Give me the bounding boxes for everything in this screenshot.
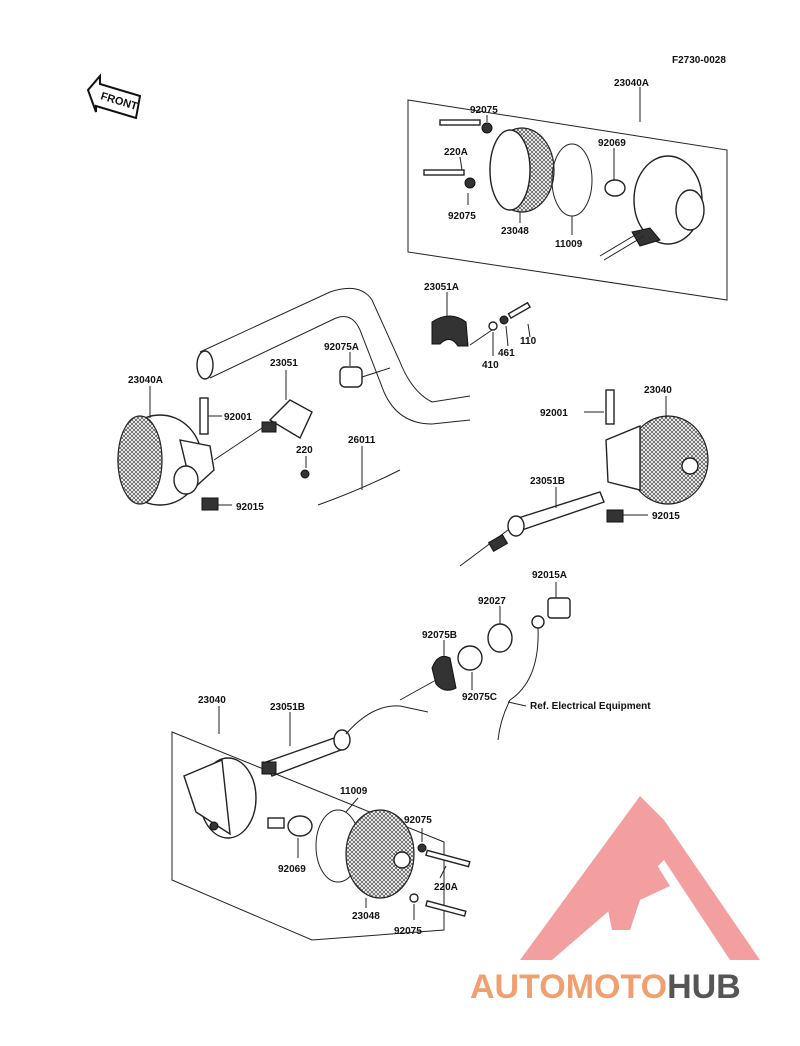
top-assembly: [407, 87, 728, 301]
watermark-text: AUTOMOTOHUB: [470, 968, 741, 1006]
bottom-assembly: [171, 705, 471, 941]
label-23051: 23051: [270, 358, 298, 369]
label-461: 461: [498, 348, 515, 359]
label-92001-right: 92001: [540, 408, 568, 419]
label-92075-d: 92075: [394, 926, 422, 937]
label-23040-bottom: 23040: [198, 695, 226, 706]
label-26011: 26011: [348, 435, 376, 446]
label-92015-left: 92015: [236, 502, 264, 513]
label-110: 110: [520, 336, 537, 347]
right-front-signal: [459, 389, 709, 567]
watermark-part2: HUB: [667, 968, 741, 1006]
label-23048-top: 23048: [501, 226, 529, 237]
label-92075-a: 92075: [470, 105, 498, 116]
label-23040A-top: 23040A: [614, 78, 649, 89]
label-23051A: 23051A: [424, 282, 459, 293]
label-92015-right: 92015: [652, 511, 680, 522]
watermark-part1: AUTOMOTO: [470, 968, 667, 1006]
label-92075-b: 92075: [448, 211, 476, 222]
reference-note: Ref. Electrical Equipment: [530, 701, 651, 712]
label-92027: 92027: [478, 596, 506, 607]
label-220: 220: [296, 445, 313, 456]
label-92075-c: 92075: [404, 815, 432, 826]
label-23048-bottom: 23048: [352, 911, 380, 922]
label-410: 410: [482, 360, 499, 371]
label-92015A: 92015A: [532, 570, 567, 581]
left-front-signal: [117, 370, 401, 511]
figure-code: F2730-0028: [672, 55, 726, 66]
label-23040-right: 23040: [644, 385, 672, 396]
handlebar: [196, 287, 531, 425]
label-11009-bottom: 11009: [340, 786, 368, 797]
front-arrow-icon: FRONT: [86, 73, 142, 120]
label-220A-a: 220A: [444, 147, 468, 158]
label-23051B-right: 23051B: [530, 476, 565, 487]
label-92075C: 92075C: [462, 692, 497, 703]
automotohub-logo: [520, 796, 760, 960]
label-220A-b: 220A: [434, 882, 458, 893]
label-23051B-bottom: 23051B: [270, 702, 305, 713]
label-11009-top: 11009: [555, 239, 583, 250]
label-92075A: 92075A: [324, 342, 359, 353]
label-92001-left: 92001: [224, 412, 252, 423]
label-92069-top: 92069: [598, 138, 626, 149]
mount-hardware-chain: [399, 582, 571, 741]
label-92075B: 92075B: [422, 630, 457, 641]
label-23040A-left: 23040A: [128, 375, 163, 386]
label-92069-bottom: 92069: [278, 864, 306, 875]
